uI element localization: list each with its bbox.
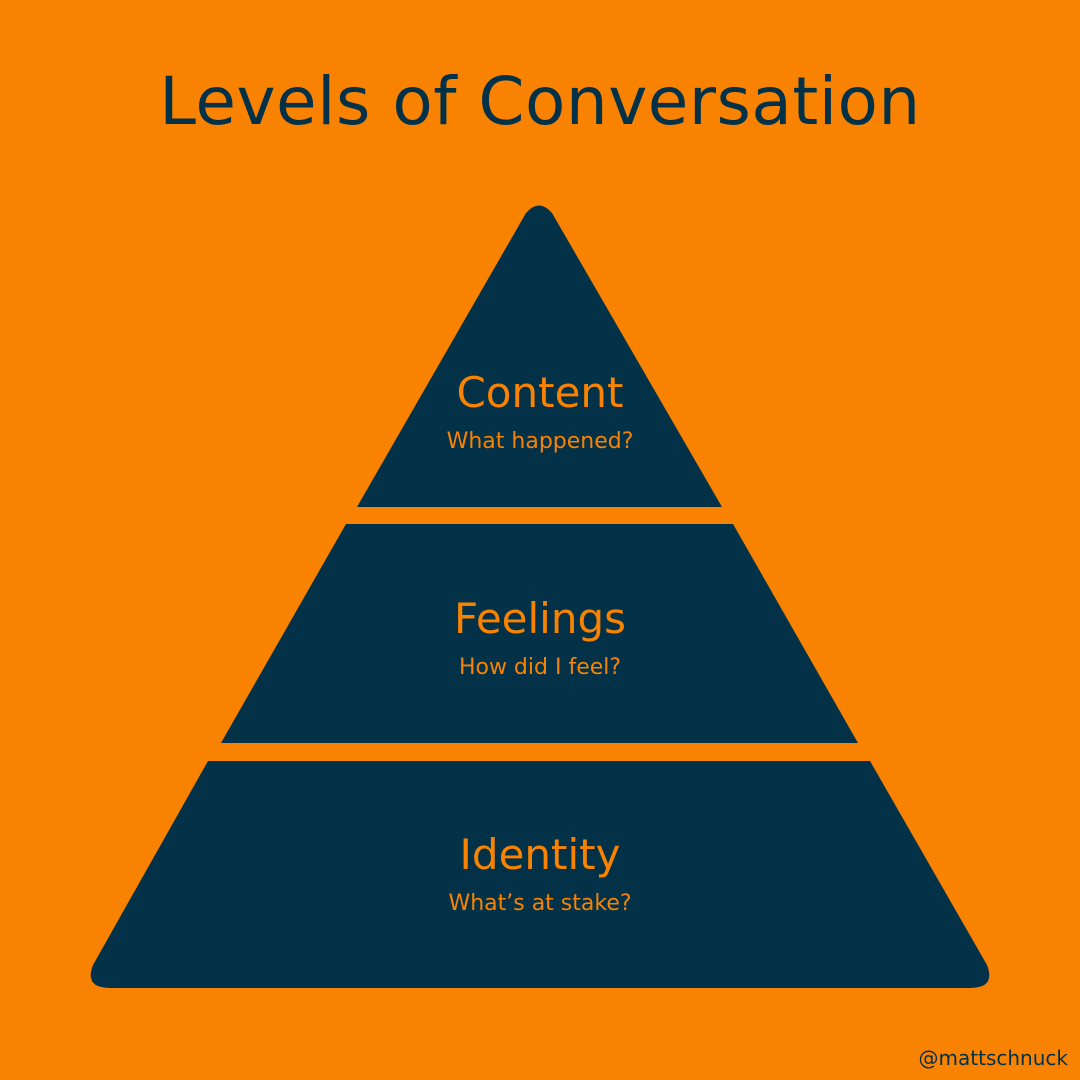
pyramid-tier-top [357,205,722,507]
level-identity: Identity What’s at stake? [0,830,1080,918]
level-question: What happened? [446,429,634,454]
level-name: Content [456,368,624,417]
author-handle: @mattschnuck [918,1046,1068,1070]
pyramid-tier-middle [221,524,858,743]
level-name: Feelings [453,594,627,643]
level-question: How did I feel? [458,655,622,680]
level-name: Identity [459,830,621,879]
pyramid-tier-bottom [90,761,990,988]
level-question: What’s at stake? [448,891,632,916]
level-content: Content What happened? [0,368,1080,456]
level-feelings: Feelings How did I feel? [0,594,1080,682]
page-title: Levels of Conversation [159,63,921,140]
